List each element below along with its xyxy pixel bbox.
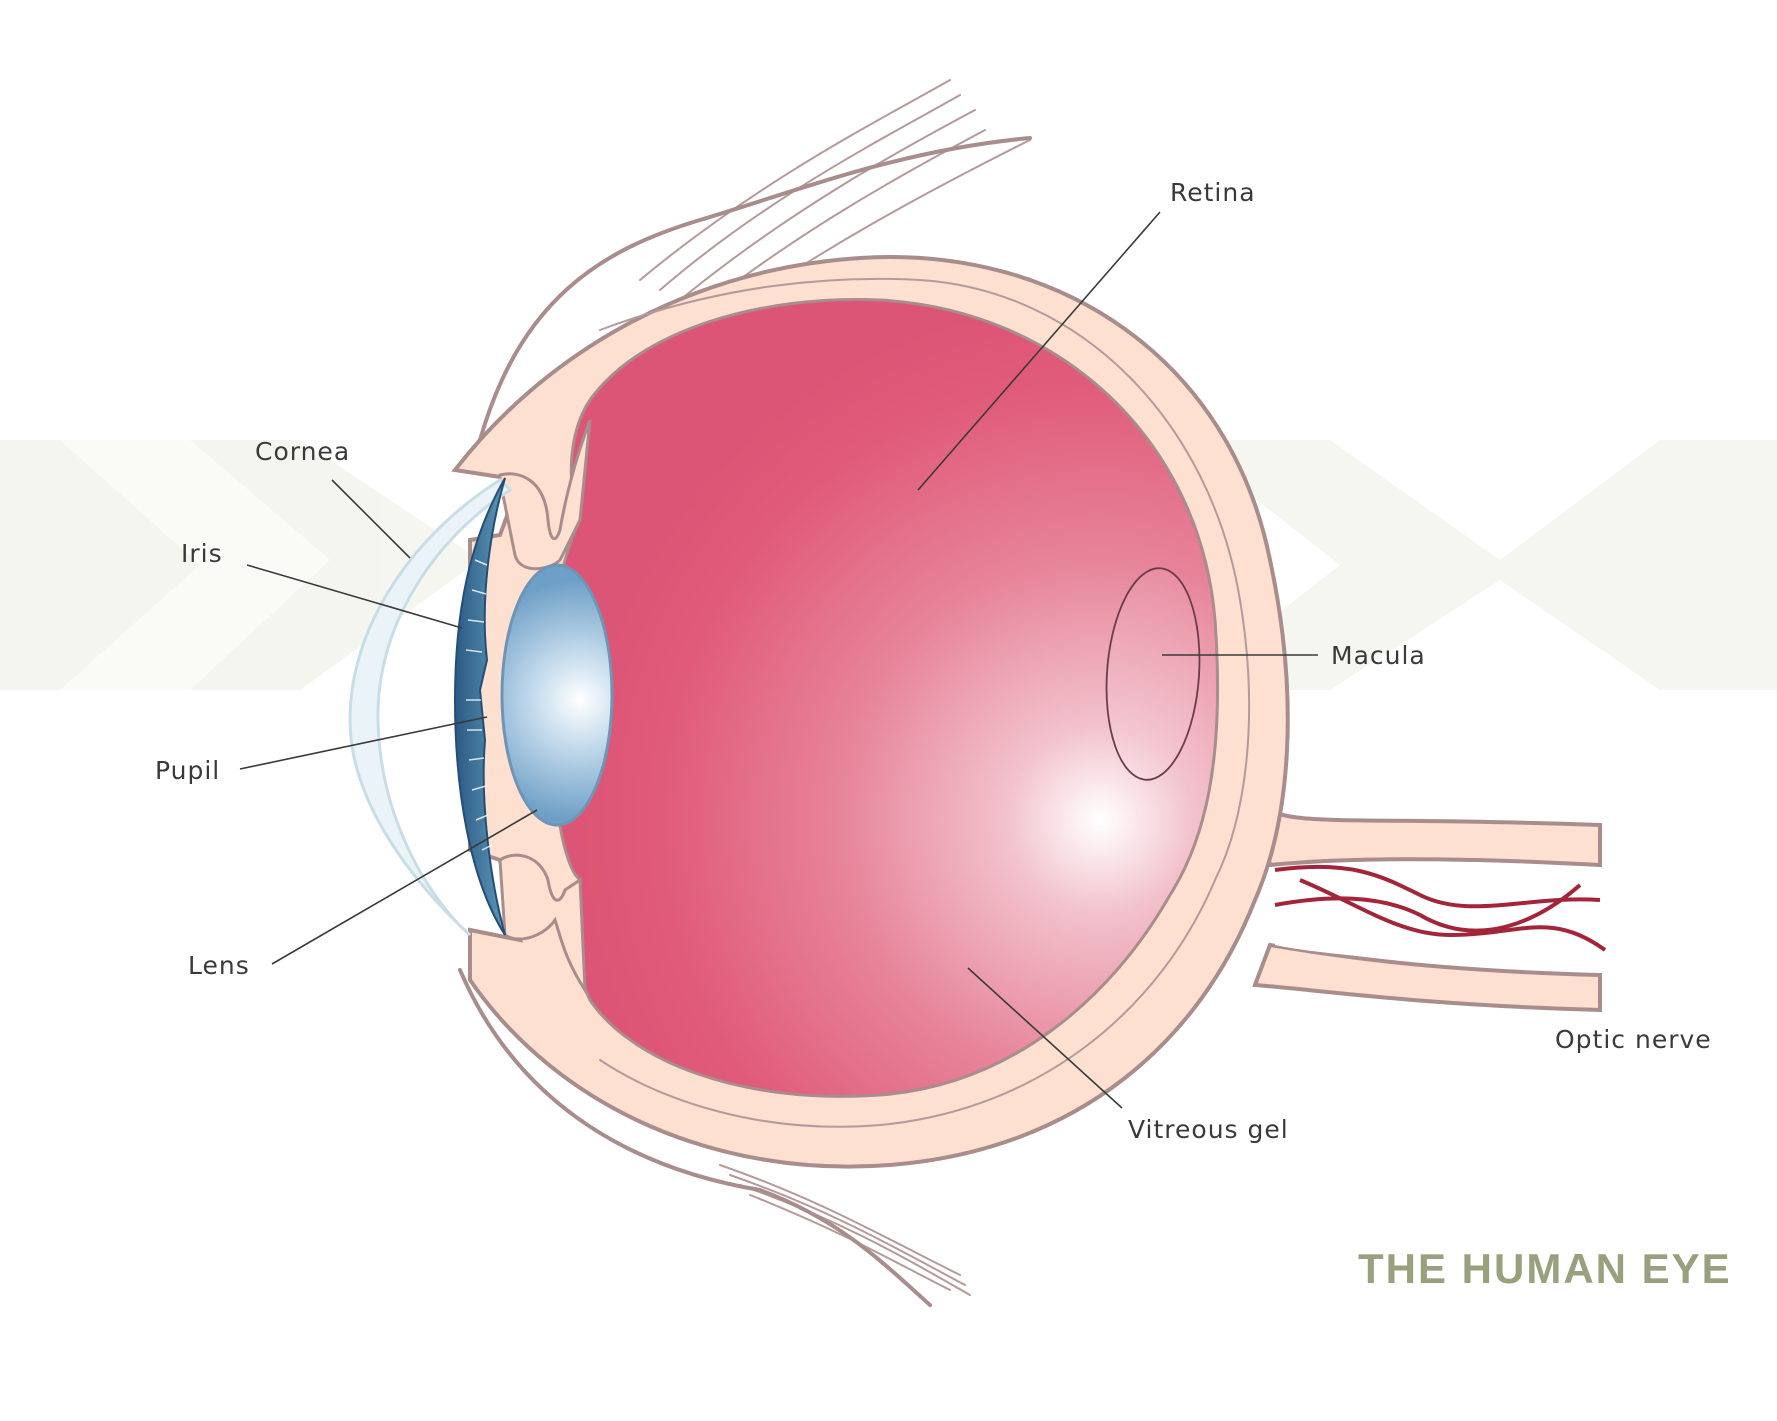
label-iris: Iris [181,539,223,568]
pupil-leader [239,716,488,770]
label-retina: Retina [1170,178,1256,207]
macula-shape [1105,567,1201,781]
background-band [0,440,1777,690]
vitreous-gel-leader [967,967,1123,1109]
upper-eye-muscle [478,79,1032,442]
blood-vessel-1 [1274,864,1601,909]
lens-leader [271,809,538,965]
label-optic-nerve: Optic nerve [1555,1025,1712,1054]
label-pupil: Pupil [155,756,220,785]
blood-vessel-2 [1274,883,1582,933]
ciliary-body-upper [498,419,592,571]
label-macula: Macula [1331,641,1426,670]
lower-eye-muscle [458,968,971,1307]
label-cornea: Cornea [255,437,350,466]
retina-leader [917,211,1161,491]
retina-layer [599,277,1251,1128]
label-vitreous-gel: Vitreous gel [1128,1115,1289,1144]
iris-shape [453,477,506,936]
lens-shape [500,563,614,827]
diagram-title: THE HUMAN EYE [1358,1245,1732,1292]
cornea-leader [331,479,411,559]
optic-nerve [1251,793,1607,1013]
iris-leader [246,564,463,629]
blood-vessel-3 [1299,878,1607,952]
cornea-shape [348,478,513,937]
label-lens: Lens [188,951,250,980]
ciliary-body-lower [498,853,587,996]
